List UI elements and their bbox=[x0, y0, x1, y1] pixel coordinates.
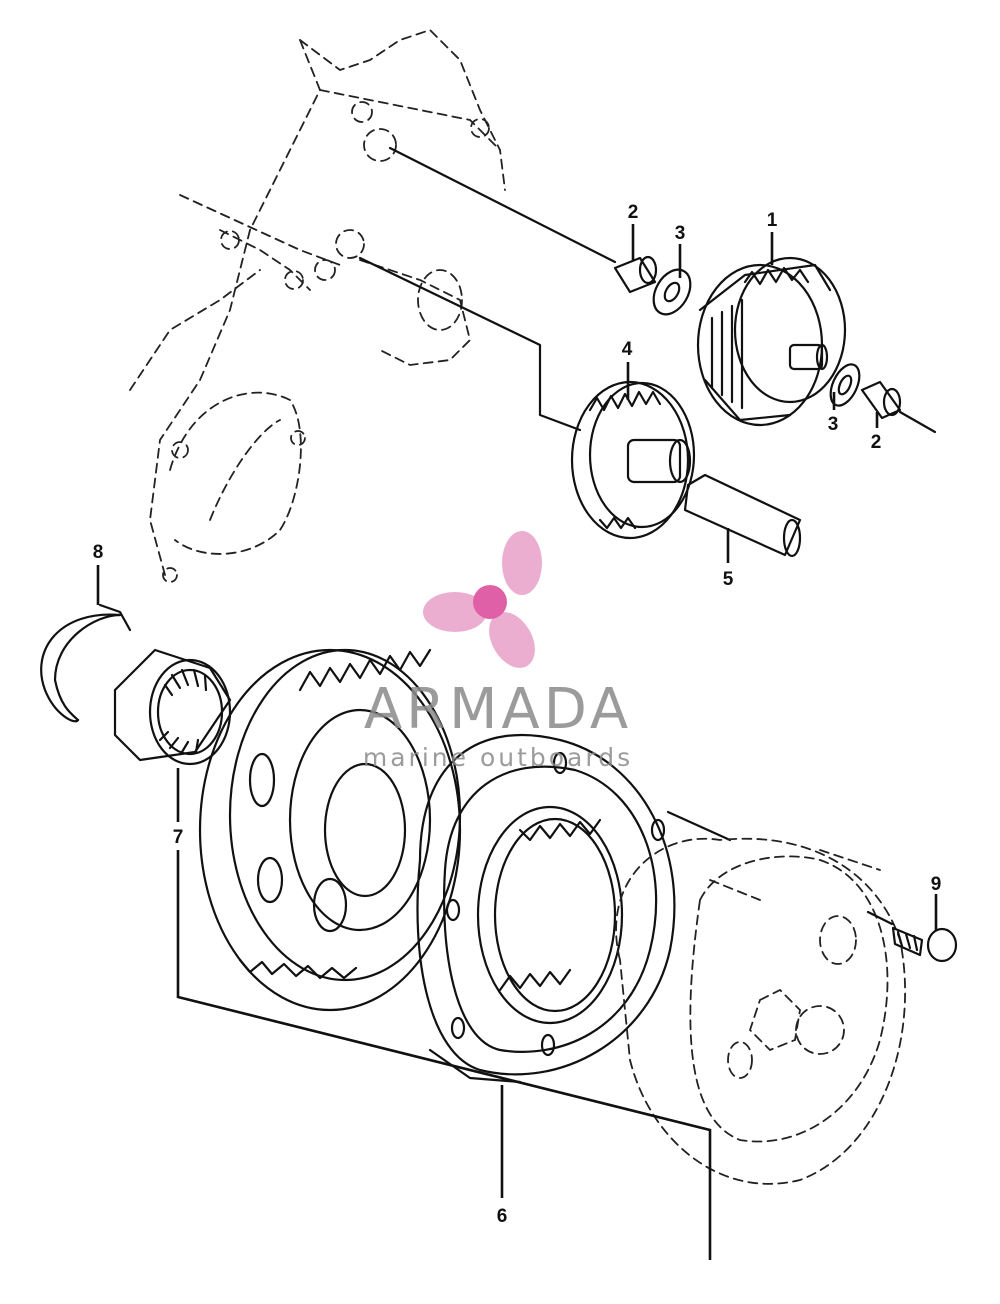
center-line-upper bbox=[388, 146, 617, 264]
center-line-flange bbox=[666, 810, 732, 842]
flywheel-bolt bbox=[891, 926, 958, 963]
callout-3-upper: 3 bbox=[675, 223, 686, 244]
callout-8: 8 bbox=[93, 542, 104, 563]
callout-6: 6 bbox=[497, 1206, 508, 1227]
callout-3-lower: 3 bbox=[828, 414, 839, 435]
gear-shaft bbox=[683, 473, 802, 558]
brand-name: ARMADA bbox=[364, 677, 632, 742]
brand-tagline: marine outboards bbox=[363, 743, 633, 772]
clutch-pack bbox=[696, 256, 847, 427]
leader-lines bbox=[96, 224, 938, 1260]
callout-7: 7 bbox=[173, 827, 184, 848]
washer-upper bbox=[652, 268, 692, 316]
engine-housing-outline bbox=[129, 28, 506, 583]
snap-ring bbox=[40, 603, 132, 723]
callout-4: 4 bbox=[622, 339, 633, 360]
needle-bearing bbox=[113, 648, 232, 766]
washer-lower bbox=[829, 363, 861, 407]
callout-2-upper: 2 bbox=[628, 202, 639, 223]
idler-gear bbox=[570, 380, 696, 540]
flywheel-outline bbox=[615, 837, 906, 1185]
armada-logo: ARMADA marine outboards bbox=[363, 531, 633, 772]
propeller-icon bbox=[423, 531, 542, 668]
center-line-right bbox=[898, 410, 937, 434]
bushing-lower bbox=[860, 380, 902, 420]
center-line-lower bbox=[358, 256, 582, 432]
callouts: 1 2 2 3 3 4 5 6 7 8 9 bbox=[93, 202, 942, 1227]
callout-2-lower: 2 bbox=[871, 432, 882, 453]
center-line-bolt bbox=[866, 910, 894, 926]
starter-clutch-flange bbox=[416, 733, 676, 1084]
bushing-upper bbox=[613, 255, 658, 294]
callout-5: 5 bbox=[723, 569, 734, 590]
callout-1: 1 bbox=[767, 210, 778, 231]
callout-9: 9 bbox=[931, 874, 942, 895]
